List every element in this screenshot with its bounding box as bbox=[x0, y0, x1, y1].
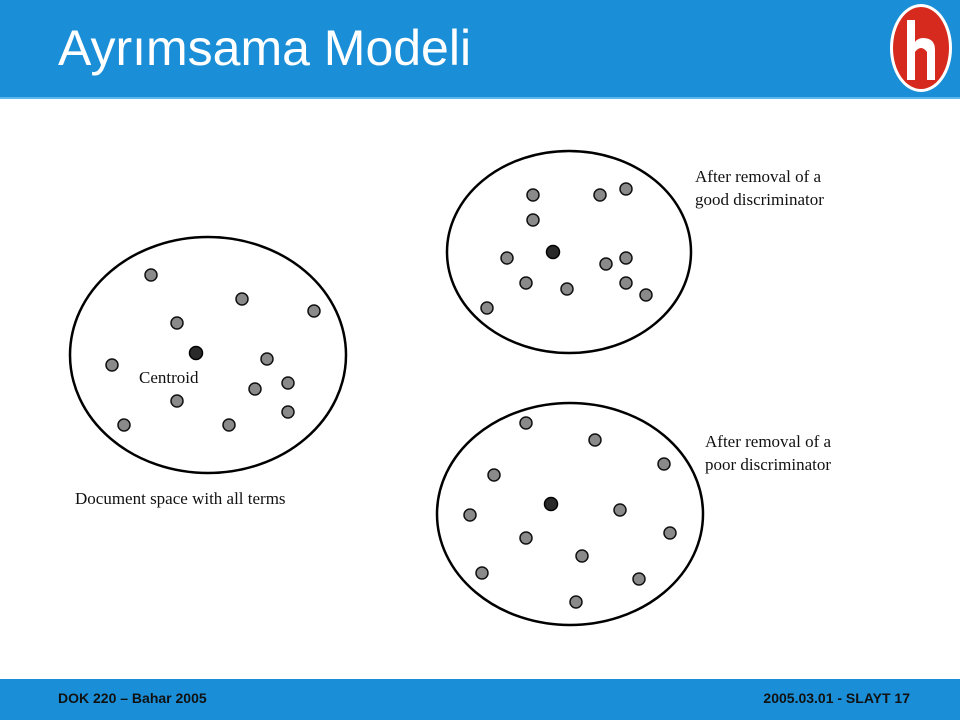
good-discriminator-circle bbox=[445, 149, 693, 355]
document-dot bbox=[560, 282, 574, 296]
document-dot bbox=[281, 376, 295, 390]
poor-caption-line2: poor discriminator bbox=[705, 455, 831, 474]
document-dot bbox=[519, 531, 533, 545]
document-dot bbox=[575, 549, 589, 563]
document-dot bbox=[248, 382, 262, 396]
poor-caption-line1: After removal of a bbox=[705, 432, 831, 451]
document-space-circle bbox=[68, 235, 348, 475]
document-dot bbox=[235, 292, 249, 306]
document-dot bbox=[500, 251, 514, 265]
document-dot bbox=[657, 457, 671, 471]
document-dot bbox=[260, 352, 274, 366]
centroid-label: Centroid bbox=[139, 368, 199, 387]
main-caption: Document space with all terms bbox=[75, 489, 286, 508]
document-dot bbox=[170, 316, 184, 330]
document-dot bbox=[619, 182, 633, 196]
document-dot bbox=[526, 213, 540, 227]
document-dot bbox=[599, 257, 613, 271]
centroid-dot bbox=[188, 345, 204, 361]
footer-slide-number: 2005.03.01 - SLAYT 17 bbox=[763, 690, 910, 706]
footer-bar bbox=[0, 679, 960, 720]
document-dots-poor bbox=[463, 416, 677, 609]
document-dot bbox=[105, 358, 119, 372]
document-dots-main bbox=[105, 268, 321, 432]
slide-title: Ayrımsama Modeli bbox=[58, 20, 472, 76]
header-bar bbox=[0, 0, 960, 99]
good-caption-line2: good discriminator bbox=[695, 190, 824, 209]
document-dot bbox=[632, 572, 646, 586]
document-dot bbox=[639, 288, 653, 302]
good-caption-line1: After removal of a bbox=[695, 167, 821, 186]
document-dot bbox=[588, 433, 602, 447]
document-dot bbox=[475, 566, 489, 580]
document-dot bbox=[144, 268, 158, 282]
hacettepe-h-logo-icon bbox=[890, 4, 952, 92]
centroid-dot bbox=[545, 244, 561, 260]
document-dot bbox=[117, 418, 131, 432]
discrimination-diagram: Centroid Document space with all terms A… bbox=[68, 149, 831, 627]
document-dots-good bbox=[480, 182, 653, 315]
document-dot bbox=[170, 394, 184, 408]
document-dot bbox=[480, 301, 494, 315]
document-dot bbox=[281, 405, 295, 419]
document-dot bbox=[222, 418, 236, 432]
document-dot bbox=[569, 595, 583, 609]
document-dot bbox=[593, 188, 607, 202]
document-dot bbox=[619, 276, 633, 290]
document-dot bbox=[519, 416, 533, 430]
centroid-dot bbox=[543, 496, 559, 512]
document-dot bbox=[487, 468, 501, 482]
document-dot bbox=[619, 251, 633, 265]
poor-discriminator-circle bbox=[435, 401, 705, 627]
document-dot bbox=[463, 508, 477, 522]
footer-course-label: DOK 220 – Bahar 2005 bbox=[58, 690, 207, 706]
document-dot bbox=[307, 304, 321, 318]
document-dot bbox=[519, 276, 533, 290]
document-dot bbox=[613, 503, 627, 517]
document-dot bbox=[663, 526, 677, 540]
document-dot bbox=[526, 188, 540, 202]
